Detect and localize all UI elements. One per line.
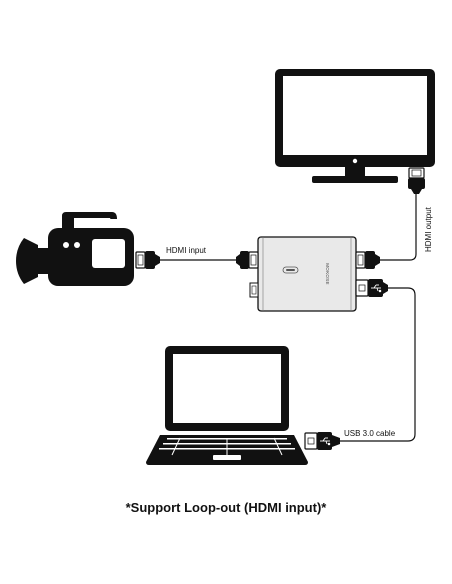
usb-symbol-icon [320,437,331,446]
usb-symbol-icon [371,284,382,293]
hdmi-plug-monitor-icon [408,167,425,194]
usb-plug-device-icon [355,279,388,297]
usb-plug-laptop-icon [304,432,340,450]
monitor-icon [275,69,435,183]
hdmi-output-label: HDMI output [424,206,433,252]
hdmi-plug-camera-icon [135,251,160,269]
device-led-indicator [282,266,299,274]
loop-out-port-icon [249,282,259,298]
loop-out-caption: *Support Loop-out (HDMI input)* [126,500,328,515]
hdmi-plug-device-input-icon [236,251,259,269]
capture-device: MOKOSE [249,236,357,312]
usb-cable-label: USB 3.0 cable [344,429,396,438]
laptop-icon [146,346,308,465]
device-brand-label: MOKOSE [325,263,330,285]
usb-cable [340,287,416,442]
hdmi-input-label: HDMI input [166,246,207,255]
camera-icon [16,212,134,286]
hdmi-plug-device-output-icon [355,251,380,269]
hdmi-output-cable [379,193,417,261]
